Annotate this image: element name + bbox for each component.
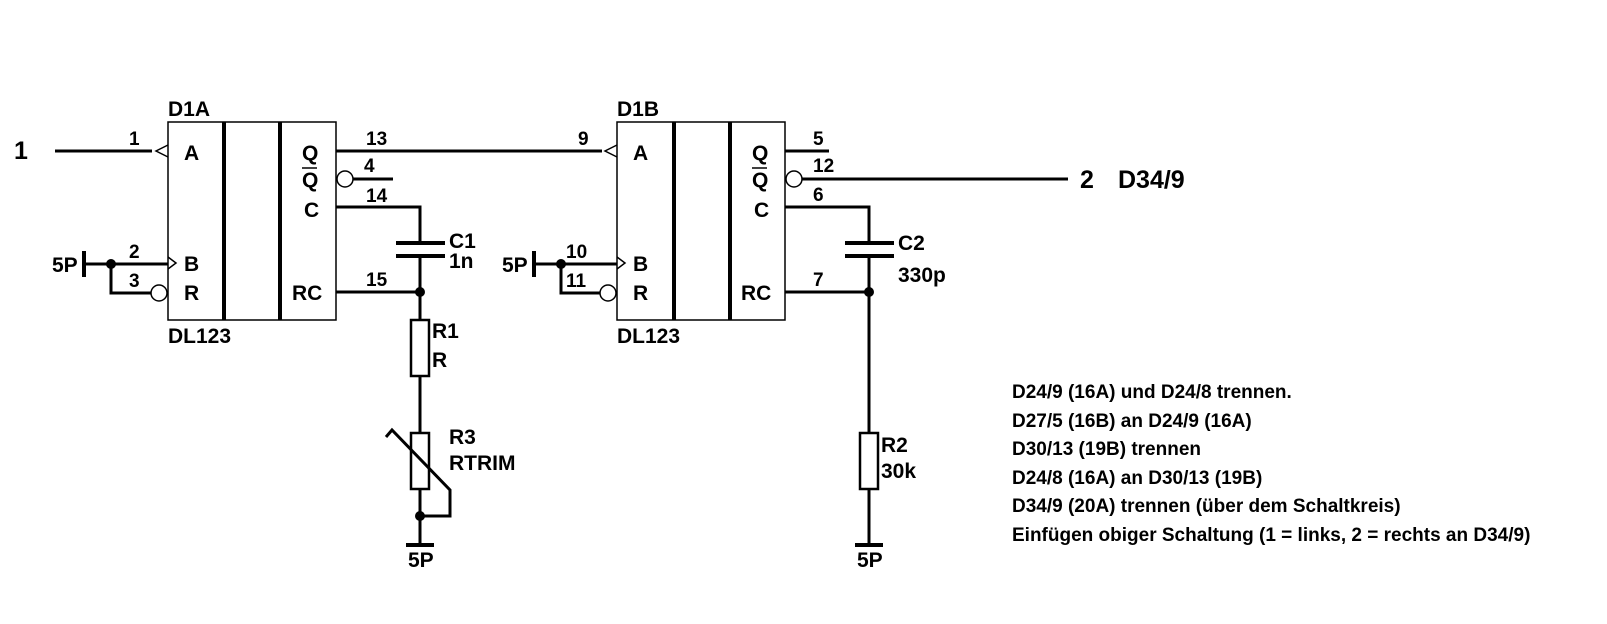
pin-d1a-qn: 4 xyxy=(364,156,375,177)
junction-d1a-power xyxy=(106,259,116,269)
modification-notes: D24/9 (16A) und D24/8 trennen. D27/5 (16… xyxy=(1012,382,1530,546)
power-label-d1b: 5P xyxy=(502,254,528,277)
pin-d1a-rc: 15 xyxy=(366,270,388,291)
pin-d1b-c: 6 xyxy=(813,185,824,206)
r3-ref: R3 xyxy=(449,426,476,449)
chip-d1a-edge-a xyxy=(154,144,169,158)
chip-d1b-out-q: Q xyxy=(752,142,768,165)
chip-d1b-invert-qn xyxy=(785,170,803,188)
chip-d1a-out-rc: RC xyxy=(292,282,322,305)
r2-value: 30k xyxy=(881,460,916,483)
chip-d1a-in-a: A xyxy=(184,142,199,165)
pin-d1b-a: 9 xyxy=(578,129,589,150)
chip-d1b-edge-b xyxy=(616,256,627,270)
junction-r3-wiper xyxy=(415,511,425,521)
pin-d1b-qn: 12 xyxy=(813,156,834,177)
wire-d1a-r xyxy=(109,264,151,295)
output-terminal-target: D34/9 xyxy=(1118,166,1185,194)
pin-d1b-r: 11 xyxy=(566,271,587,292)
r3-value: RTRIM xyxy=(449,452,516,475)
chip-d1b-invert-r xyxy=(599,284,617,302)
pin-d1a-a: 1 xyxy=(129,129,140,150)
pin-d1a-r: 3 xyxy=(129,271,140,292)
input-terminal-label: 1 xyxy=(14,137,28,165)
chip-d1b-out-rc: RC xyxy=(741,282,771,305)
note-line: D34/9 (20A) trennen (über dem Schaltkrei… xyxy=(1012,496,1401,517)
chip-d1a-in-b: B xyxy=(184,253,199,276)
chip-d1b-in-b: B xyxy=(633,253,648,276)
c2-ref: C2 xyxy=(898,232,925,255)
chip-d1a-type: DL123 xyxy=(168,325,231,348)
wire-d1b-c-to-c2 xyxy=(785,205,871,242)
chip-d1b-type: DL123 xyxy=(617,325,680,348)
chip-d1a-invert-qn xyxy=(336,170,354,188)
pin-d1b-rc: 7 xyxy=(813,270,824,291)
chip-d1b: D1B DL123 A B R Q Q C RC xyxy=(599,98,803,348)
r2-body xyxy=(858,431,880,491)
chip-d1a-edge-b xyxy=(167,256,178,270)
chip-d1a-out-c: C xyxy=(304,199,319,222)
chip-d1a: D1A DL123 A B R Q Q C RC xyxy=(150,98,354,348)
r1-value: R xyxy=(432,349,447,372)
chip-d1b-ref: D1B xyxy=(617,98,659,121)
r1-ref: R1 xyxy=(432,320,459,343)
chip-d1a-out-qn: Q xyxy=(302,169,318,192)
c1-value: 1n xyxy=(449,250,474,273)
chip-d1a-invert-r xyxy=(150,284,168,302)
chip-d1b-edge-a xyxy=(603,144,618,158)
chip-d1b-in-a: A xyxy=(633,142,648,165)
note-line: D24/9 (16A) und D24/8 trennen. xyxy=(1012,382,1292,403)
wire-d1a-c-to-c1 xyxy=(336,205,422,242)
note-line: D30/13 (19B) trennen xyxy=(1012,439,1201,460)
r3-wiper xyxy=(384,427,452,518)
c1-ref: C1 xyxy=(449,230,476,253)
pin-d1a-b: 2 xyxy=(129,242,140,263)
output-terminal-label: 2 xyxy=(1080,166,1094,194)
chip-d1a-out-q: Q xyxy=(302,142,318,165)
note-line: D27/5 (16B) an D24/9 (16A) xyxy=(1012,411,1252,432)
pin-d1a-c: 14 xyxy=(366,186,388,207)
chip-d1b-out-c: C xyxy=(754,199,769,222)
chip-d1a-body xyxy=(167,121,337,321)
power-label-r3: 5P xyxy=(408,549,434,572)
chip-d1b-body xyxy=(616,121,786,321)
pin-d1a-q: 13 xyxy=(366,129,387,150)
chip-d1a-ref: D1A xyxy=(168,98,210,121)
wire-d1b-r xyxy=(559,264,600,295)
pin-d1b-b: 10 xyxy=(566,242,587,263)
chip-d1a-in-r: R xyxy=(184,282,199,305)
r1-body xyxy=(409,318,431,378)
note-line: Einfügen obiger Schaltung (1 = links, 2 … xyxy=(1012,525,1530,546)
pin-d1b-q: 5 xyxy=(813,129,824,150)
power-label-d1a: 5P xyxy=(52,254,78,277)
r2-ref: R2 xyxy=(881,434,908,457)
note-line: D24/8 (16A) an D30/13 (19B) xyxy=(1012,468,1262,489)
chip-d1b-in-r: R xyxy=(633,282,648,305)
power-label-r2: 5P xyxy=(857,549,883,572)
chip-d1b-out-qn: Q xyxy=(752,169,768,192)
c2-value: 330p xyxy=(898,264,946,287)
junction-d1b-power xyxy=(556,259,566,269)
